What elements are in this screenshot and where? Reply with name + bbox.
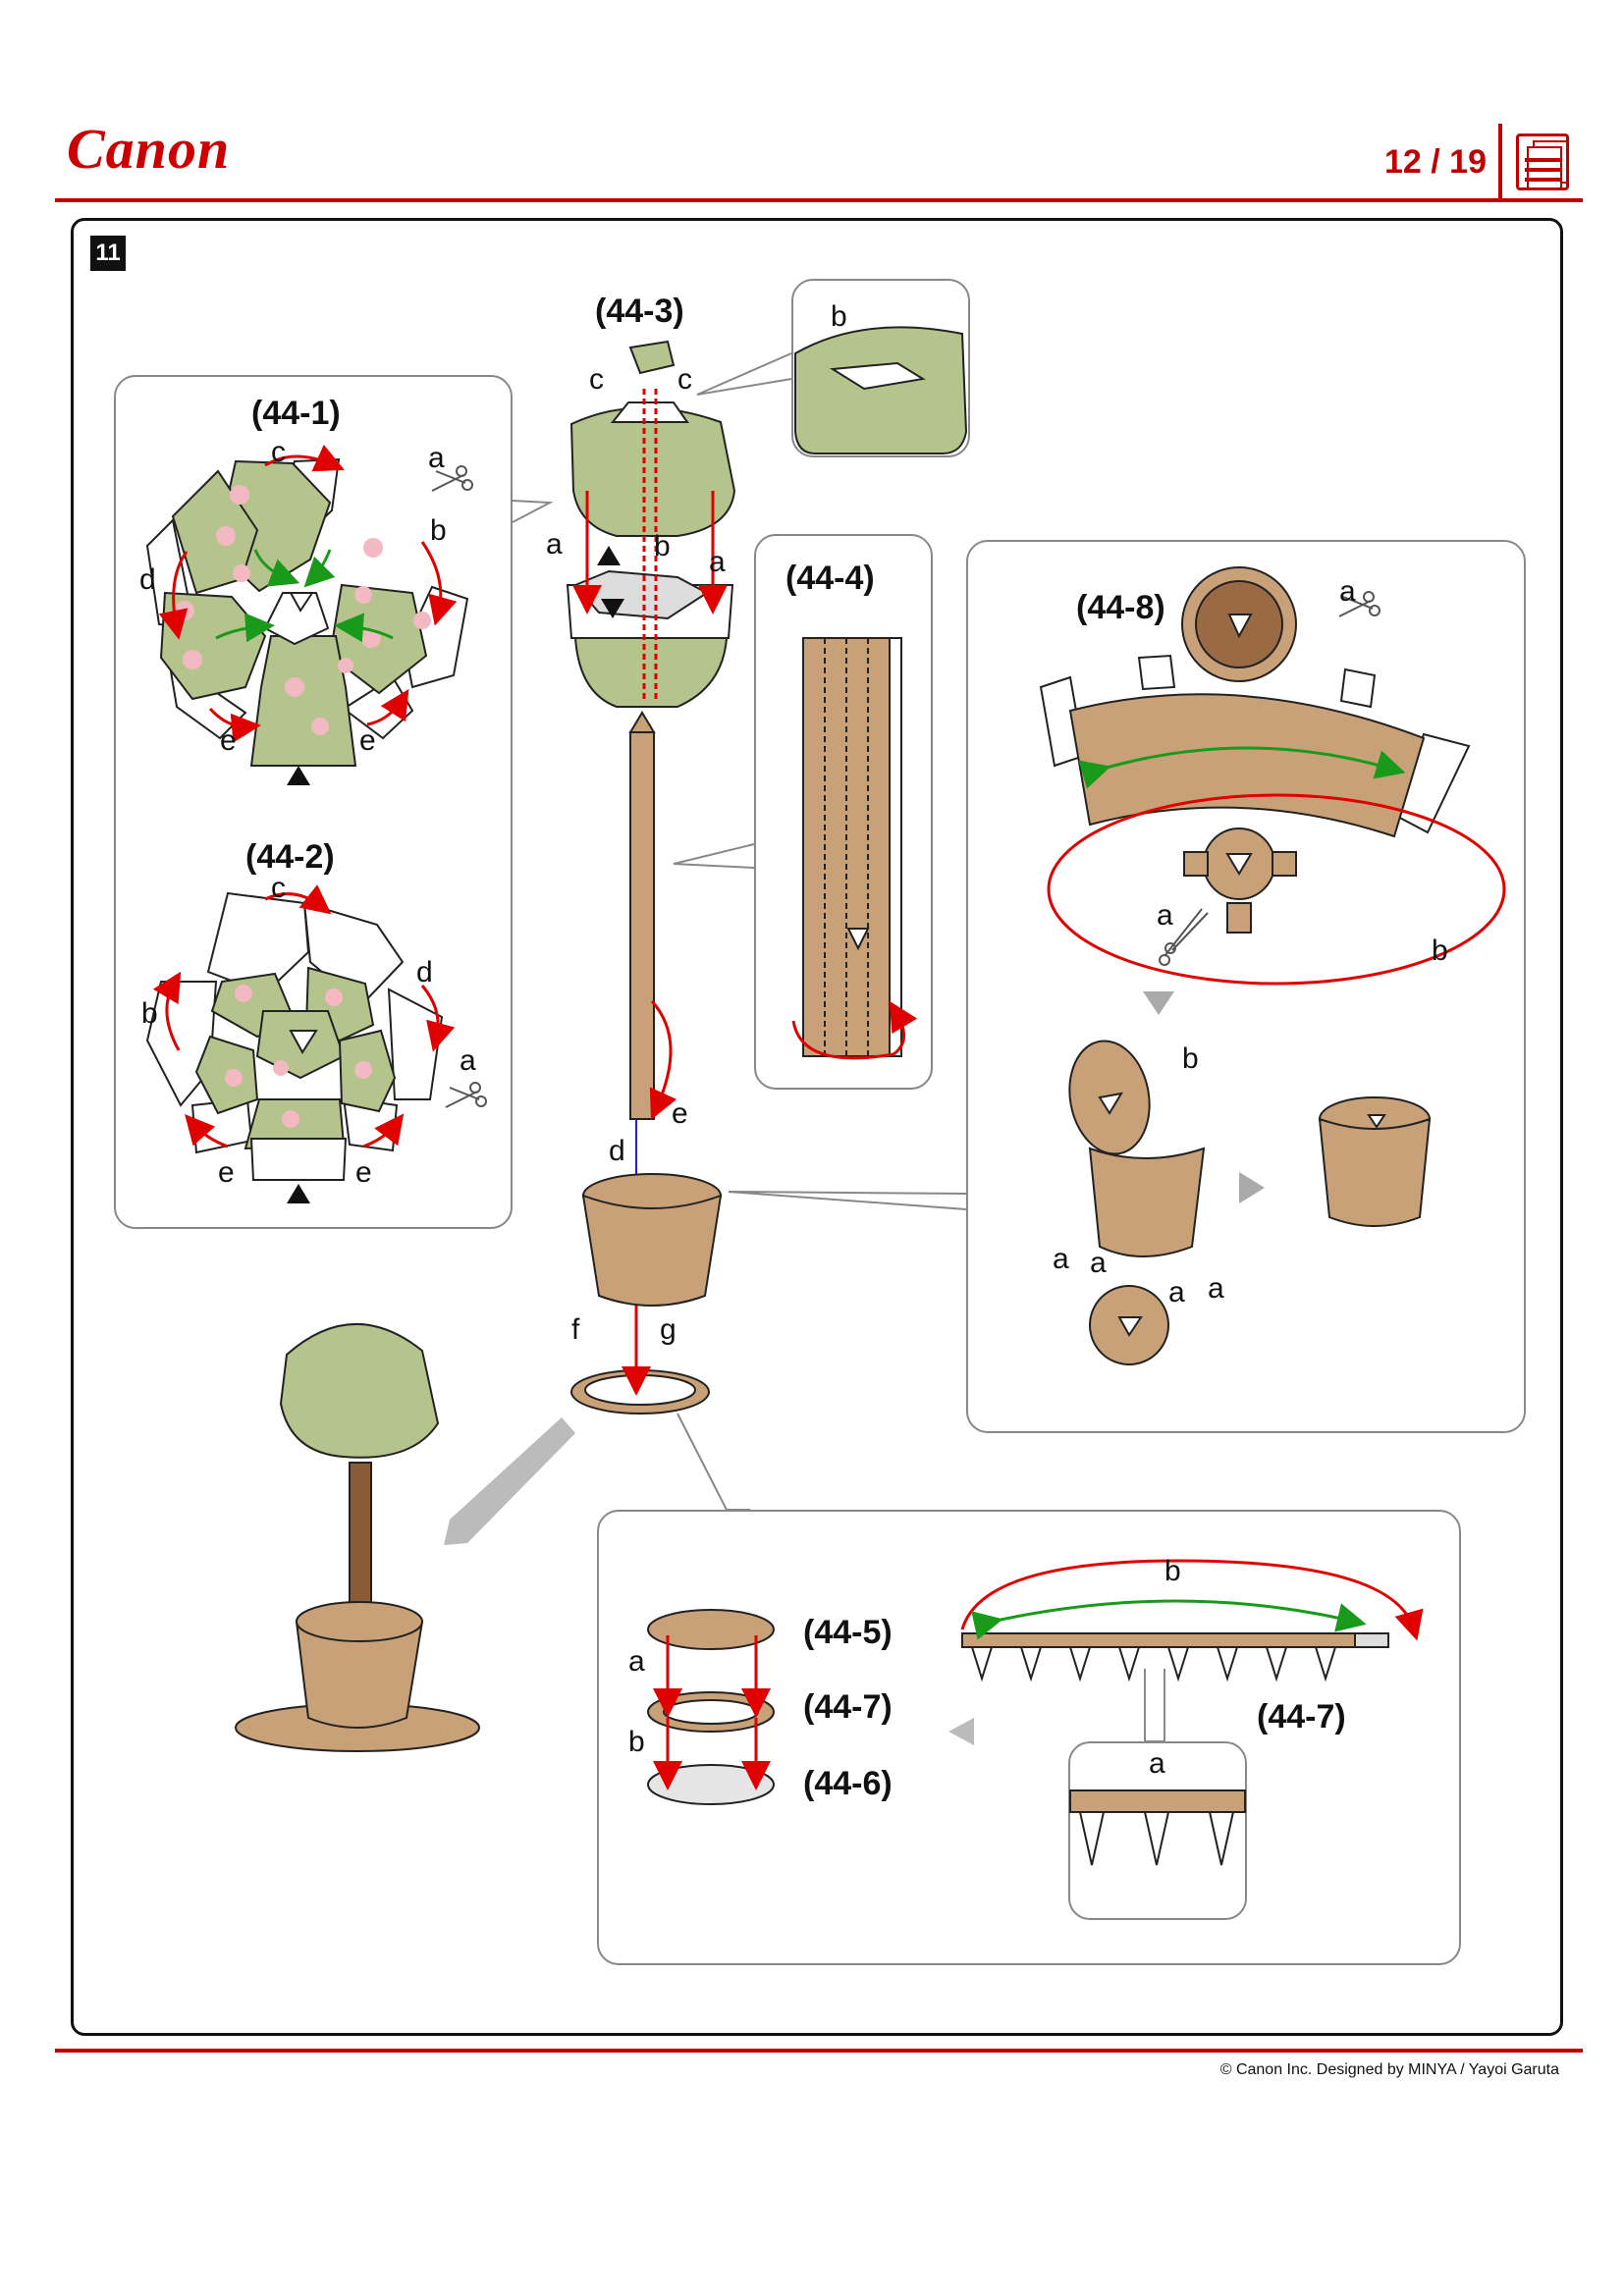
guide-letter-c: c bbox=[271, 872, 286, 904]
pot-ring-strip-44-7 bbox=[961, 1632, 1389, 1866]
fold-direction-icon bbox=[597, 546, 621, 565]
part-label-44-7-disc: (44-7) bbox=[803, 1688, 893, 1726]
guide-letter-b: b bbox=[1164, 1555, 1181, 1587]
guide-letter-d: d bbox=[609, 1135, 625, 1167]
fold-direction-icon bbox=[287, 766, 310, 785]
scissors-icon bbox=[1338, 591, 1380, 617]
scissors-icon bbox=[431, 465, 473, 492]
guide-letter-c: c bbox=[271, 436, 286, 468]
guide-letter-a: a bbox=[709, 546, 726, 578]
footer-credit: © Canon Inc. Designed by MINYA / Yayoi G… bbox=[1219, 2061, 1559, 2078]
guide-letter-a: a bbox=[546, 528, 563, 561]
canon-logo: Canon bbox=[67, 117, 231, 181]
pot-build-steps bbox=[1068, 1040, 1432, 1365]
instruction-frame bbox=[71, 218, 1563, 2036]
finished-tree bbox=[235, 1323, 480, 1752]
guide-letter-b: b bbox=[1432, 934, 1448, 967]
guide-letter-b: b bbox=[654, 530, 671, 562]
guide-letter-a: a bbox=[1149, 1747, 1165, 1780]
fold-arrows-44-1 bbox=[158, 444, 458, 743]
footer-rule bbox=[55, 2049, 1583, 2053]
guide-letter-d: d bbox=[139, 563, 156, 596]
guide-letter-d: d bbox=[416, 956, 433, 988]
guide-letter-e: e bbox=[359, 724, 376, 757]
guide-letter-a: a bbox=[1168, 1276, 1185, 1308]
part-label-44-3: (44-3) bbox=[595, 293, 684, 330]
detail-top-view bbox=[794, 326, 968, 454]
part-label-44-4: (44-4) bbox=[785, 560, 875, 597]
guide-letter-a: a bbox=[1208, 1272, 1224, 1305]
next-step-arrow-icon bbox=[444, 1417, 575, 1545]
part-label-44-8: (44-8) bbox=[1076, 589, 1165, 626]
page-indicator: 12 / 19 bbox=[1384, 143, 1487, 181]
next-step-arrow-icon bbox=[1239, 1172, 1265, 1203]
page-list-button[interactable] bbox=[1516, 133, 1569, 190]
guide-letter-a: a bbox=[1339, 575, 1356, 608]
scissors-icon bbox=[445, 1082, 487, 1108]
guide-letter-b: b bbox=[141, 997, 158, 1030]
callout-pointers bbox=[512, 352, 1165, 1742]
blossoms-44-1 bbox=[175, 485, 431, 735]
header-divider bbox=[1498, 124, 1502, 200]
guide-letter-b: b bbox=[1182, 1042, 1199, 1075]
guide-letter-e: e bbox=[218, 1156, 235, 1189]
guide-letter-c: c bbox=[677, 363, 692, 396]
part-label-44-7-strip: (44-7) bbox=[1257, 1698, 1346, 1735]
part-label-44-5: (44-5) bbox=[803, 1614, 893, 1651]
guide-letter-e: e bbox=[355, 1156, 372, 1189]
panel-44-5-44-7 bbox=[597, 1510, 1461, 1965]
guide-letter-e: e bbox=[672, 1097, 688, 1130]
guide-letter-b: b bbox=[831, 300, 847, 333]
fold-direction-icon bbox=[601, 599, 624, 618]
header-rule bbox=[55, 198, 1583, 202]
part-label-44-2: (44-2) bbox=[245, 838, 335, 876]
crown-guides bbox=[572, 389, 728, 703]
guide-letter-a: a bbox=[1053, 1243, 1069, 1275]
blossoms-44-2 bbox=[225, 985, 372, 1128]
guide-letter-c: c bbox=[589, 363, 604, 396]
next-step-arrow-icon bbox=[1143, 991, 1174, 1015]
tree-crown-44-3 bbox=[566, 340, 736, 708]
guide-letter-f: f bbox=[571, 1313, 580, 1346]
guide-letter-b: b bbox=[628, 1726, 645, 1758]
guide-letter-e: e bbox=[220, 724, 237, 757]
guide-letter-a: a bbox=[1090, 1247, 1107, 1279]
part-label-44-1: (44-1) bbox=[251, 395, 341, 432]
fold-arrows-44-2 bbox=[152, 884, 456, 1148]
guide-letter-a: a bbox=[1157, 899, 1173, 932]
step-number-badge: 11 bbox=[90, 236, 126, 271]
next-step-arrow-icon bbox=[948, 1718, 974, 1745]
trunk-strip-44-4 bbox=[802, 637, 902, 1057]
guide-letter-b: b bbox=[430, 514, 447, 547]
part-label-44-6: (44-6) bbox=[803, 1765, 893, 1802]
guide-letter-a: a bbox=[628, 1645, 645, 1678]
guide-letter-a: a bbox=[460, 1044, 476, 1077]
trunk-stick bbox=[628, 711, 656, 1120]
pot-assembly bbox=[570, 1173, 723, 1415]
fold-direction-icon bbox=[287, 1184, 310, 1203]
guide-letter-g: g bbox=[660, 1313, 677, 1346]
scissors-icon bbox=[1159, 908, 1209, 966]
leaf-part-44-2 bbox=[145, 891, 444, 1181]
guide-letter-a: a bbox=[428, 442, 445, 474]
